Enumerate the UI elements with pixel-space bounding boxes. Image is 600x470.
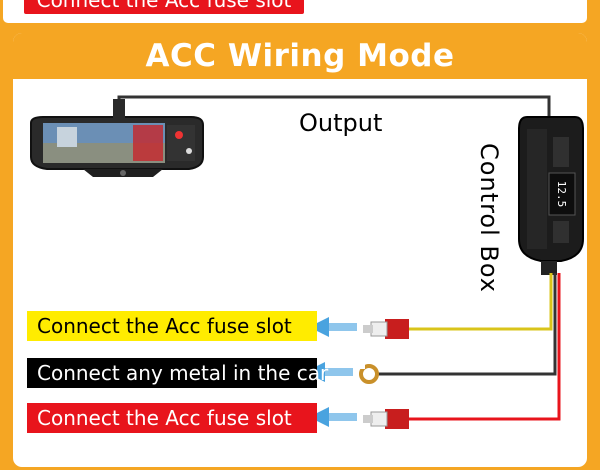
arrow-icon — [309, 407, 357, 427]
control-box-label: Control Box — [475, 143, 503, 293]
output-label: Output — [299, 109, 383, 137]
ground-ring-connector-icon — [357, 363, 379, 384]
panel-title: ACC Wiring Mode — [13, 33, 587, 79]
top-fuse-label: Connect the Acc fuse slot — [24, 0, 304, 14]
fuse-yellow-label: Connect the Acc fuse slot — [27, 311, 317, 341]
control-box-icon: 12.5 — [518, 116, 584, 275]
mirror-dashcam-icon — [30, 99, 204, 177]
acc-wiring-panel: ACC Wiring Mode 12.5 — [10, 30, 590, 470]
fuse-red-label: Connect the Acc fuse slot — [27, 403, 317, 433]
red-wire — [408, 273, 561, 421]
black-wire — [375, 273, 557, 376]
voltage-display: 12.5 — [555, 181, 568, 208]
arrow-icon — [309, 317, 357, 337]
yellow-wire — [408, 273, 553, 331]
wiring-diagram: 12.5 — [30, 95, 584, 429]
yellow-fuse-connector-icon — [363, 319, 409, 339]
red-fuse-connector-icon — [363, 409, 409, 429]
ground-black-label: Connect any metal in the car — [27, 358, 328, 388]
